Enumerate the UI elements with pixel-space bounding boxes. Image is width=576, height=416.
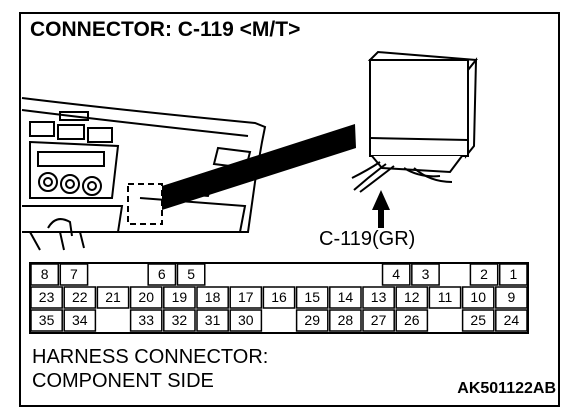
pin-cell: [329, 309, 362, 332]
pin-cell: [295, 309, 329, 332]
pin-number: 8: [41, 266, 49, 282]
connector-outline: [29, 262, 529, 334]
empty-pin-cell: [323, 264, 352, 285]
pin-number: 30: [238, 312, 254, 328]
pin-cell: [362, 309, 395, 332]
pin-cell: [30, 263, 60, 286]
pin-number: 33: [138, 312, 154, 328]
pin-cell: [163, 309, 196, 332]
control-unit: [367, 50, 478, 174]
pin-cell: [495, 286, 528, 309]
pin-cell: [461, 286, 495, 309]
figure-code: AK501122AB: [457, 380, 556, 397]
pin-cell: [129, 286, 163, 309]
pin-cell: [411, 263, 440, 286]
empty-pin-cell: [441, 264, 469, 285]
pin-cell: [395, 309, 429, 332]
pin-number: 15: [304, 289, 320, 305]
caption-line-2: COMPONENT SIDE: [32, 370, 214, 392]
pin-cell: [428, 286, 462, 309]
pin-number: 17: [238, 289, 254, 305]
pin-number: 21: [105, 289, 121, 305]
pin-cell: [96, 286, 130, 309]
empty-pin-cell: [294, 264, 322, 285]
pin-cell: [129, 309, 163, 332]
pin-number: 22: [72, 289, 88, 305]
pin-number: 7: [70, 266, 78, 282]
pin-cell: [362, 286, 395, 309]
pin-number: 14: [338, 289, 354, 305]
caption-line-1: HARNESS CONNECTOR:: [32, 346, 269, 368]
pin-cell: [395, 286, 429, 309]
pin-number: 12: [404, 289, 420, 305]
pin-number: 4: [392, 266, 400, 282]
pin-number: 27: [371, 312, 387, 328]
pin-number: 28: [338, 312, 354, 328]
pin-cell: [229, 286, 263, 309]
pin-number: 26: [404, 312, 420, 328]
pin-number: 19: [172, 289, 188, 305]
empty-pin-cell: [206, 264, 235, 285]
pin-cell: [30, 309, 63, 332]
pin-number: 35: [39, 312, 55, 328]
pin-cell: [63, 286, 97, 309]
dashboard-outline: [21, 97, 267, 251]
empty-pin-cell: [236, 264, 264, 285]
pin-number: 18: [205, 289, 221, 305]
pin-cell: [196, 286, 229, 309]
pin-number: 32: [172, 312, 188, 328]
pin-number: 25: [470, 312, 486, 328]
pin-number: 10: [470, 289, 486, 305]
pin-number: 23: [39, 289, 55, 305]
wire-harness: [351, 161, 453, 193]
pin-cell: [461, 309, 495, 332]
empty-pin-cell: [353, 264, 381, 285]
pin-number: 9: [508, 289, 516, 305]
pin-number: 13: [371, 289, 387, 305]
empty-pin-cell: [265, 264, 293, 285]
pin-number: 29: [304, 312, 320, 328]
pin-cell: [329, 286, 362, 309]
pin-number: 20: [138, 289, 154, 305]
pin-cell: [469, 263, 499, 286]
pin-cell: [262, 286, 296, 309]
pin-number: 16: [271, 289, 287, 305]
pin-number: 6: [158, 266, 166, 282]
pin-cell: [196, 309, 229, 332]
pin-cell: [63, 309, 97, 332]
pin-number: 11: [438, 289, 453, 305]
pin-number: 34: [72, 312, 88, 328]
pin-cell: [176, 263, 206, 286]
pin-number: 2: [480, 266, 488, 282]
pin-number: 5: [187, 266, 195, 282]
pin-cell: [295, 286, 329, 309]
empty-pin-cell: [429, 310, 461, 331]
pin-cell: [381, 263, 411, 286]
up-arrow-icon: [372, 190, 390, 228]
empty-pin-cell: [89, 264, 117, 285]
empty-pin-cell: [118, 264, 147, 285]
pin-cell: [30, 286, 63, 309]
pin-number: 24: [504, 312, 520, 328]
empty-pin-cell: [263, 310, 295, 331]
pin-cell: [163, 286, 196, 309]
connector-callout-label: C-119(GR): [319, 228, 416, 250]
connector-title: CONNECTOR: C-119 <M/T>: [30, 18, 301, 41]
pin-cell: [229, 309, 263, 332]
empty-pin-cell: [97, 310, 129, 331]
pin-cell: [147, 263, 177, 286]
leader-wedge: [162, 124, 356, 210]
pin-cell: [59, 263, 89, 286]
pin-cell: [495, 309, 528, 332]
pin-number: 3: [422, 266, 430, 282]
pin-number: 31: [205, 312, 221, 328]
module-location-marker: [127, 183, 163, 225]
pin-number: 1: [509, 266, 517, 282]
pin-cell: [498, 263, 528, 286]
